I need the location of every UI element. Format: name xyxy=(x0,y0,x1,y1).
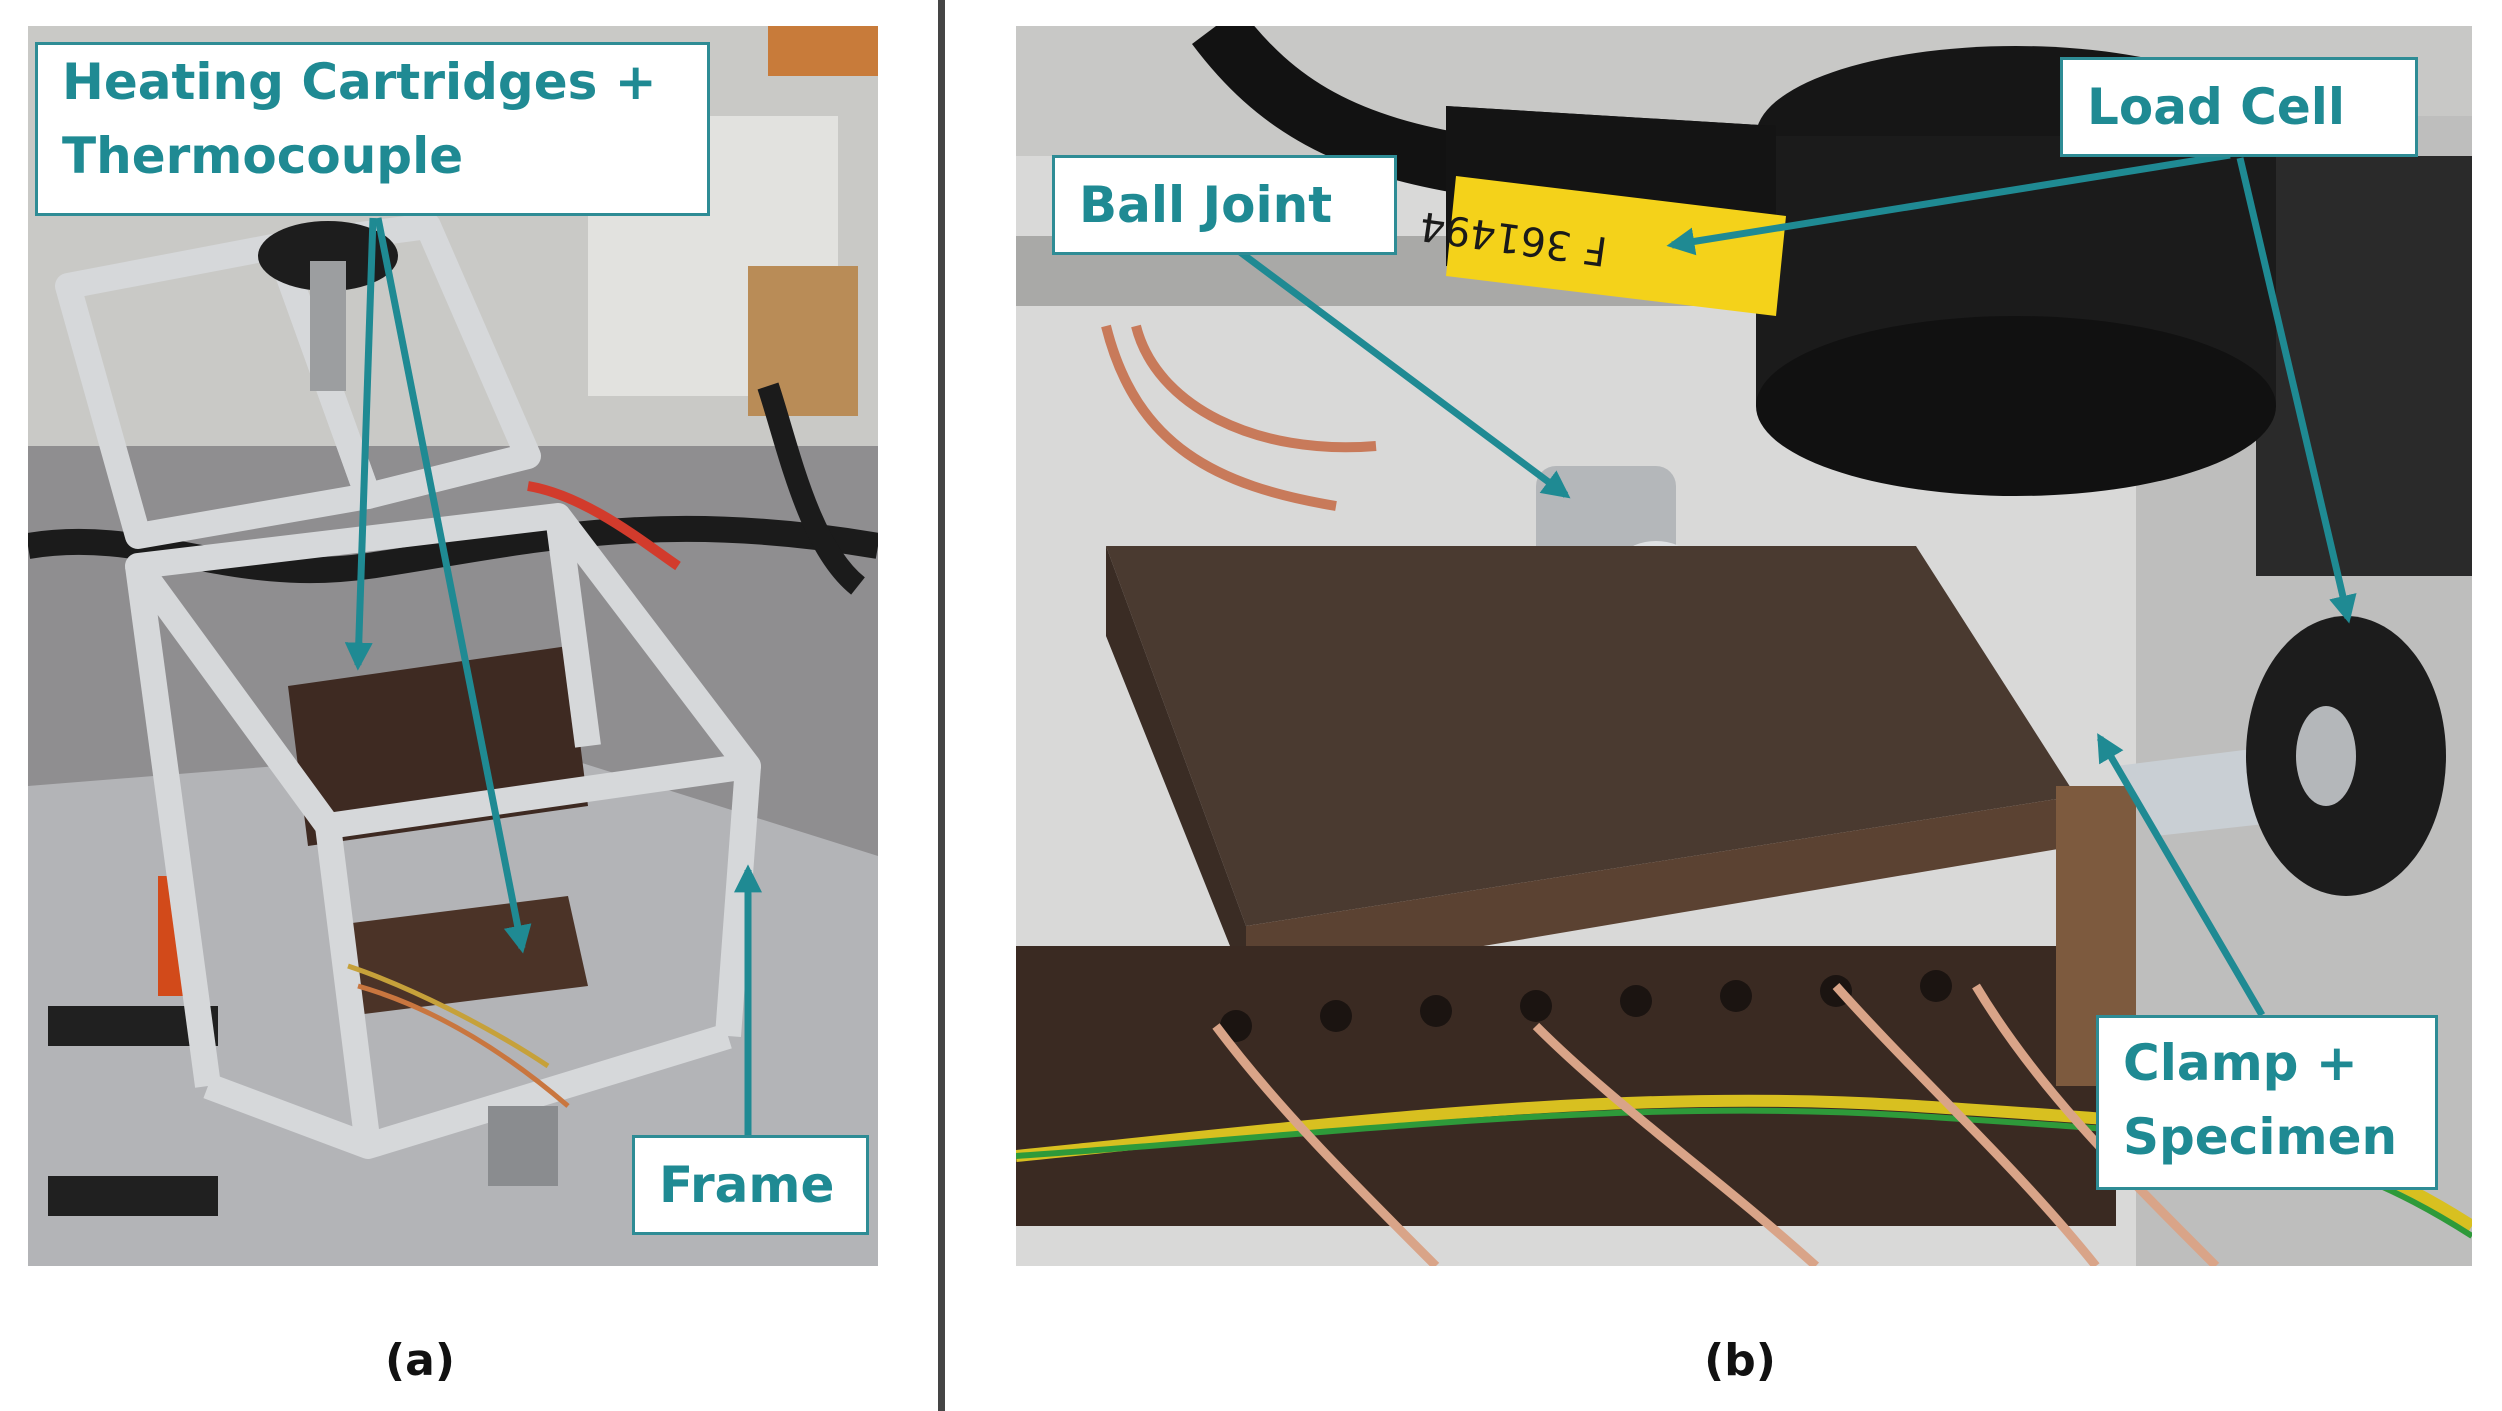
callout-heating-line2: Thermocouple xyxy=(62,127,464,185)
callout-heating-cartridges: Heating Cartridges + Thermocouple xyxy=(35,42,710,216)
callout-clamp-specimen: Clamp + Specimen xyxy=(2096,1015,2438,1190)
callout-load-cell: Load Cell xyxy=(2060,57,2418,157)
callout-heating-line1: Heating Cartridges + xyxy=(62,53,657,111)
caption-a: (a) xyxy=(385,1335,455,1386)
caption-b: (b) xyxy=(1704,1335,1776,1386)
callout-ball-joint: Ball Joint xyxy=(1052,155,1397,255)
callout-ball-joint-label: Ball Joint xyxy=(1079,176,1333,234)
callout-frame: Frame xyxy=(632,1135,869,1235)
callout-clamp-line2: Specimen xyxy=(2123,1108,2398,1166)
callout-load-cell-label: Load Cell xyxy=(2087,78,2346,136)
panel-divider xyxy=(938,0,945,1411)
callout-frame-label: Frame xyxy=(659,1156,835,1214)
callout-clamp-line1: Clamp + xyxy=(2123,1034,2358,1092)
